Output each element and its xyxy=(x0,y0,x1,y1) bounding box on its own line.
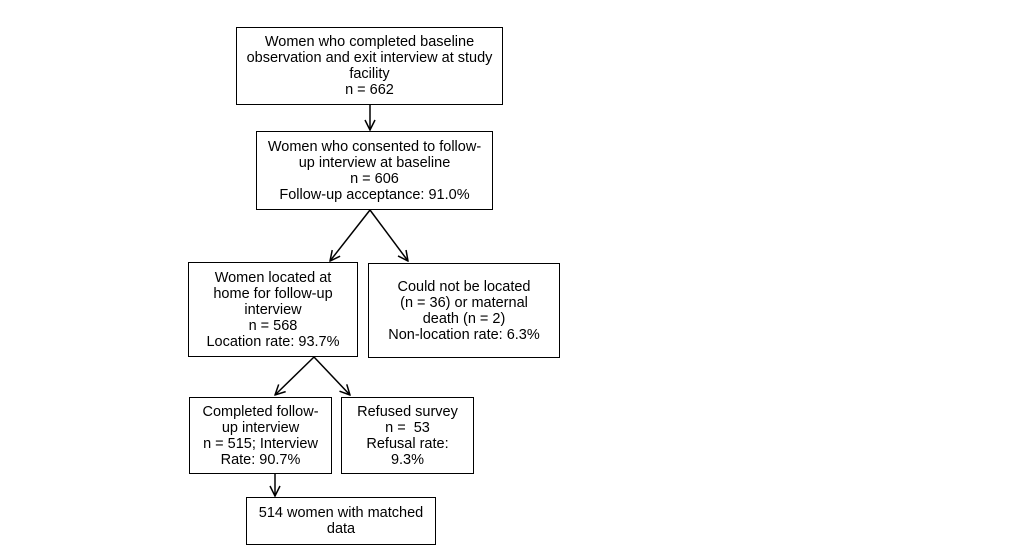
box-consented-line-4: Follow-up acceptance: 91.0% xyxy=(279,186,470,203)
box-baseline-completed: Women who completed baseline observation… xyxy=(236,27,503,105)
box-baseline-line-3: facility xyxy=(349,66,390,82)
box-consented-line-1: Women who consented to follow- xyxy=(267,138,482,155)
box-completed-line-3: n = 515; Interview xyxy=(203,435,318,452)
box-not-located-line-3: death (n = 2) xyxy=(422,310,506,327)
arrow-consented-to-not-located xyxy=(369,209,408,261)
box-completed-interview: Completed follow- up interview n = 515; … xyxy=(189,397,332,474)
box-consented-follow-up: Women who consented to follow- up interv… xyxy=(256,131,493,210)
box-located-line-4: n = 568 xyxy=(248,317,298,334)
box-completed-line-4: Rate: 90.7% xyxy=(220,451,301,468)
box-completed-line-2: up interview xyxy=(221,419,300,436)
box-consented-line-2: up interview at baseline xyxy=(298,154,451,171)
box-matched-line-2: data xyxy=(326,521,356,537)
box-refused-line-2: n = 53 xyxy=(385,419,430,436)
box-located-line-5: Location rate: 93.7% xyxy=(206,333,340,350)
box-matched-data: 514 women with matched data xyxy=(246,497,436,545)
arrow-located-to-refused xyxy=(313,356,350,395)
box-completed-line-1: Completed follow- xyxy=(202,403,319,420)
box-not-located: Could not be located (n = 36) or materna… xyxy=(368,263,560,358)
box-located-line-1: Women located at xyxy=(214,269,332,286)
box-located-line-3: interview xyxy=(244,301,302,318)
box-not-located-line-4: Non-location rate: 6.3% xyxy=(388,326,540,343)
box-consented-line-3: n = 606 xyxy=(350,170,399,187)
box-baseline-line-4: n = 662 xyxy=(345,82,394,98)
box-refused-line-1: Refused survey xyxy=(357,403,458,420)
box-refused-line-3: Refusal rate: xyxy=(366,435,449,452)
box-baseline-line-1: Women who completed baseline xyxy=(264,34,475,50)
box-refused-survey: Refused survey n = 53 Refusal rate: 9.3% xyxy=(341,397,474,474)
box-not-located-line-2: (n = 36) or maternal xyxy=(400,294,528,311)
box-located-at-home: Women located at home for follow-up inte… xyxy=(188,262,358,357)
arrow-consented-to-located xyxy=(330,209,371,261)
box-located-line-2: home for follow-up xyxy=(213,285,333,302)
arrow-located-to-completed xyxy=(275,356,315,395)
box-baseline-line-2: observation and exit interview at study xyxy=(246,50,493,66)
box-matched-line-1: 514 women with matched xyxy=(258,505,424,521)
box-not-located-line-1: Could not be located xyxy=(397,278,531,295)
box-refused-line-4: 9.3% xyxy=(390,451,425,468)
